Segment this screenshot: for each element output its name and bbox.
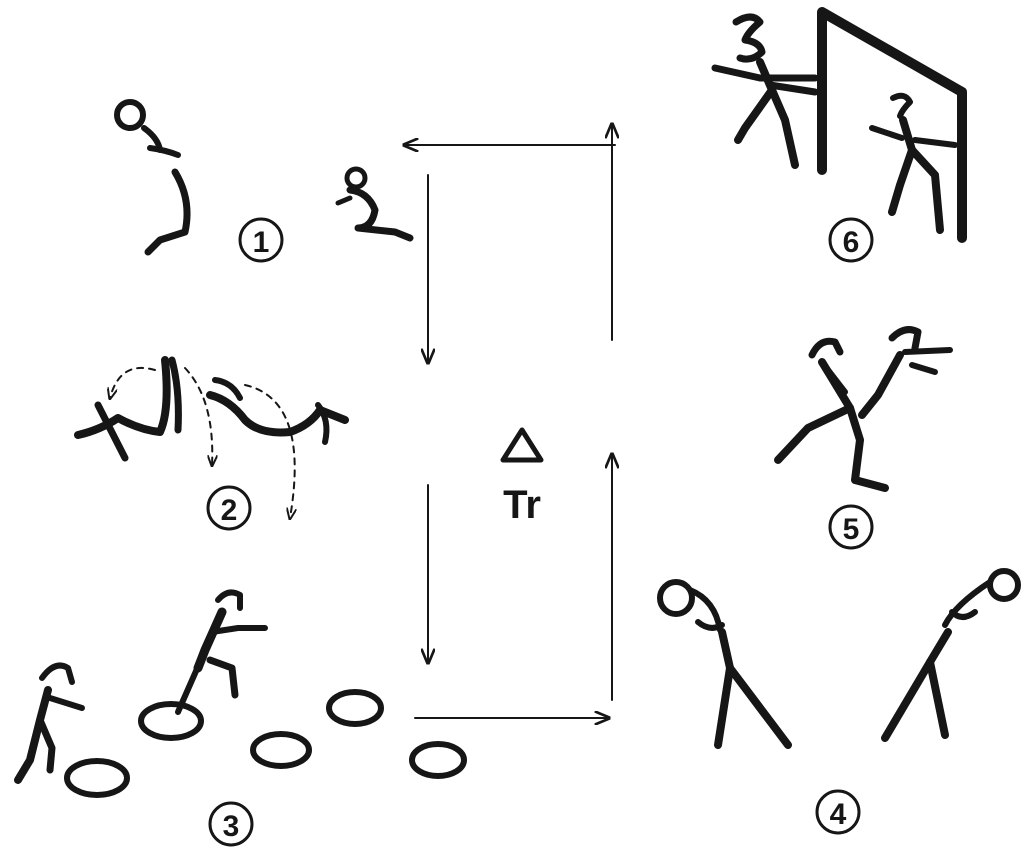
medicine-ball-lift-figures-icon	[657, 568, 1021, 749]
trainer-marker: Tr	[500, 427, 544, 527]
station-2-badge	[206, 485, 252, 531]
tuck-jump-figures-icon	[114, 99, 414, 256]
station-5-badge	[828, 504, 874, 550]
station-6-number: 6	[843, 226, 860, 259]
station-3-badge	[208, 801, 254, 847]
movement-dashed-arrows	[110, 366, 295, 518]
partner-kick-figures-icon	[774, 326, 953, 492]
circuit-arrows	[405, 125, 615, 718]
station-1-badge	[238, 217, 284, 263]
station-5-number: 5	[843, 513, 860, 546]
hoop-hop-figures-icon	[14, 589, 467, 798]
station-4: 4	[657, 568, 1021, 835]
trainer-triangle-icon	[500, 427, 544, 463]
station-2-number: 2	[221, 494, 238, 527]
station-4-badge	[815, 789, 861, 835]
station-5: 5	[774, 326, 953, 550]
station-6: 6	[711, 7, 967, 263]
station-3: 3	[14, 589, 467, 847]
sit-up-partner-figures-icon	[74, 356, 349, 462]
station-3-number: 3	[223, 810, 240, 843]
station-4-number: 4	[830, 798, 847, 831]
wall-push-figures-icon	[711, 7, 967, 243]
station-2: 2	[74, 356, 349, 531]
station-1-number: 1	[253, 226, 270, 259]
station-1: 1	[114, 99, 414, 263]
station-6-badge	[828, 217, 874, 263]
trainer-label: Tr	[503, 483, 541, 527]
